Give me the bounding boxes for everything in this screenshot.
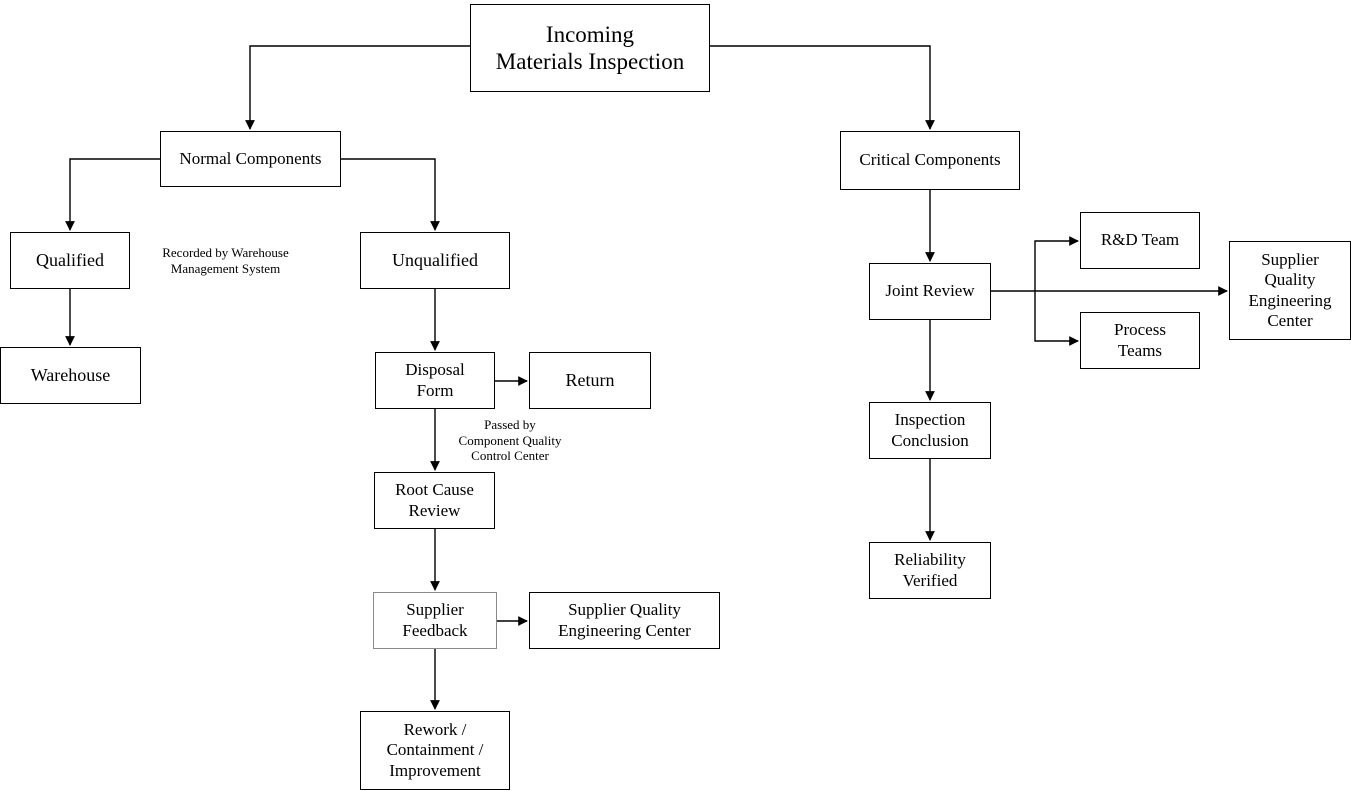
edge-incoming-to-normal — [245, 45, 470, 130]
node-label: Incoming Materials Inspection — [495, 21, 685, 74]
node-unqualified[interactable]: Unqualified — [360, 232, 510, 289]
node-label: Unqualified — [392, 249, 478, 270]
node-supplier-feedback[interactable]: Supplier Feedback — [373, 592, 497, 649]
edge-incoming-to-critical — [710, 45, 935, 130]
edge-label-passed-by-component-quality-control-center: Passed by Component Quality Control Cent… — [458, 417, 562, 464]
node-label: Supplier Feedback — [402, 600, 468, 640]
node-label: Joint Review — [885, 281, 975, 301]
node-rd-team[interactable]: R&D Team — [1080, 212, 1200, 269]
node-warehouse[interactable]: Warehouse — [0, 347, 141, 404]
node-reliability-verified[interactable]: Reliability Verified — [869, 542, 991, 599]
node-label: Warehouse — [30, 364, 111, 385]
edge-jointreview-to-rdteam — [1034, 236, 1079, 291]
node-joint-review[interactable]: Joint Review — [869, 263, 991, 320]
node-incoming-materials-inspection[interactable]: Incoming Materials Inspection — [470, 4, 710, 92]
node-label: Inspection Conclusion — [891, 410, 969, 450]
node-label: Return — [565, 369, 615, 390]
node-return[interactable]: Return — [529, 352, 651, 409]
edge-normal-to-qualified — [65, 158, 160, 231]
node-label: Critical Components — [859, 150, 1001, 170]
node-inspection-conclusion[interactable]: Inspection Conclusion — [869, 402, 991, 459]
node-supplier-quality-engineering-center-right[interactable]: Supplier Quality Engineering Center — [1229, 241, 1351, 340]
node-label: Reliability Verified — [894, 550, 966, 590]
node-label: Supplier Quality Engineering Center — [558, 600, 691, 640]
node-label: Qualified — [36, 249, 104, 270]
edge-jointreview-to-processteams — [1034, 291, 1079, 346]
node-label: Root Cause Review — [395, 480, 474, 520]
node-rework-containment-improvement[interactable]: Rework / Containment / Improvement — [360, 711, 510, 790]
node-label: Rework / Containment / Improvement — [386, 720, 484, 780]
node-label: Process Teams — [1114, 320, 1166, 360]
node-disposal-form[interactable]: Disposal Form — [375, 352, 495, 409]
node-label: Normal Components — [179, 148, 322, 168]
edge-label-recorded-by-warehouse-management-system: Recorded by Warehouse Management System — [162, 245, 289, 276]
node-normal-components[interactable]: Normal Components — [160, 131, 341, 187]
node-label: R&D Team — [1100, 230, 1180, 250]
node-label: Disposal Form — [405, 360, 465, 400]
node-critical-components[interactable]: Critical Components — [840, 131, 1020, 190]
edge-normal-to-unqualified — [341, 158, 440, 231]
node-label: Supplier Quality Engineering Center — [1248, 250, 1332, 330]
node-process-teams[interactable]: Process Teams — [1080, 312, 1200, 369]
node-supplier-quality-engineering-center-left[interactable]: Supplier Quality Engineering Center — [529, 592, 720, 649]
node-root-cause-review[interactable]: Root Cause Review — [374, 472, 495, 529]
node-qualified[interactable]: Qualified — [10, 232, 130, 289]
